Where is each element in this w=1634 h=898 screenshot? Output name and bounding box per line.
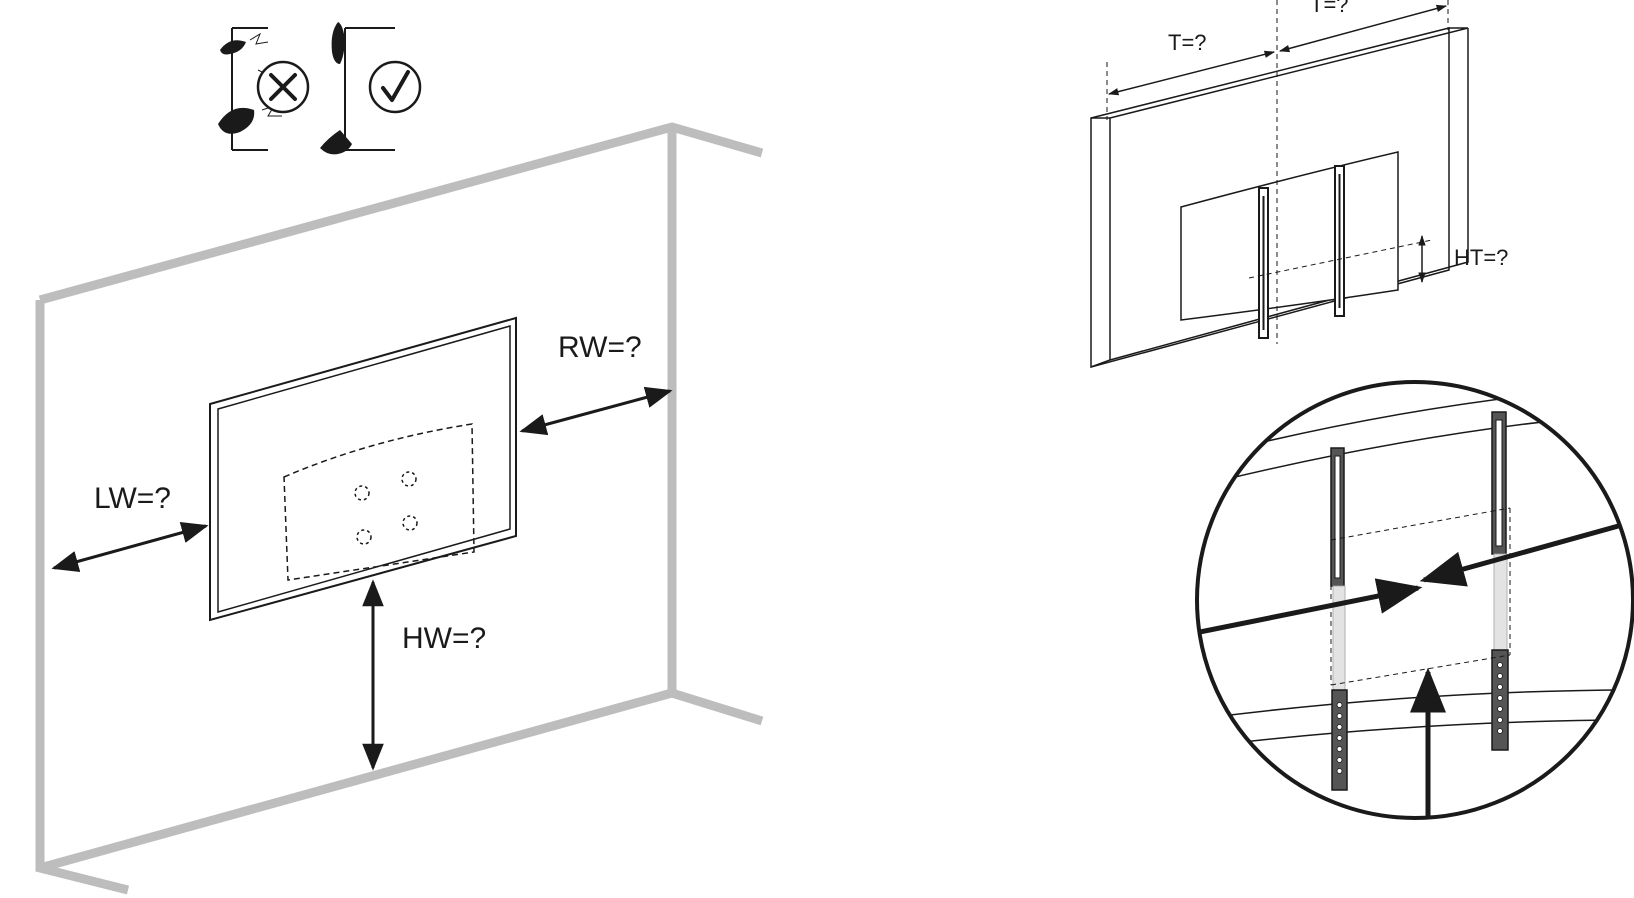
t-left-label: T=? — [1168, 30, 1207, 55]
tv-back-diagram: T=? T=? HT=? — [1090, 0, 1508, 368]
rw-dimension-arrow — [519, 386, 673, 436]
mounting-pattern-outline — [283, 423, 475, 581]
bracket-right — [1491, 411, 1509, 751]
cross-icon — [269, 73, 297, 101]
lw-label: LW=? — [94, 482, 171, 515]
tv-panel — [209, 316, 517, 622]
mounting-holes — [354, 471, 418, 545]
wall-diagram: RW=? LW=? HW=? — [35, 122, 764, 895]
t-left-dimension-arrow — [1107, 50, 1276, 96]
pinching-hand-icon — [220, 40, 246, 55]
lw-dimension-arrow — [51, 522, 209, 572]
correct-handling-illustration — [320, 22, 422, 155]
hw-label: HW=? — [402, 622, 486, 655]
mounting-brackets — [1258, 165, 1345, 339]
t-right-dimension-arrow — [1278, 4, 1448, 53]
t-right-label: T=? — [1310, 0, 1349, 17]
supporting-hand-icon — [331, 22, 345, 64]
handling-guidance — [218, 22, 422, 155]
align-arrow-right — [1419, 517, 1633, 587]
align-arrow-left — [1197, 578, 1423, 637]
ht-label: HT=? — [1454, 245, 1508, 270]
magnified-detail — [1195, 380, 1634, 820]
check-icon — [381, 70, 410, 102]
bracket-left — [1330, 447, 1348, 791]
wall-frame — [35, 122, 764, 895]
rw-label: RW=? — [558, 331, 642, 364]
wrong-handling-illustration — [218, 27, 310, 151]
supporting-hand-icon — [320, 130, 352, 155]
pinching-hand-icon — [218, 107, 255, 134]
